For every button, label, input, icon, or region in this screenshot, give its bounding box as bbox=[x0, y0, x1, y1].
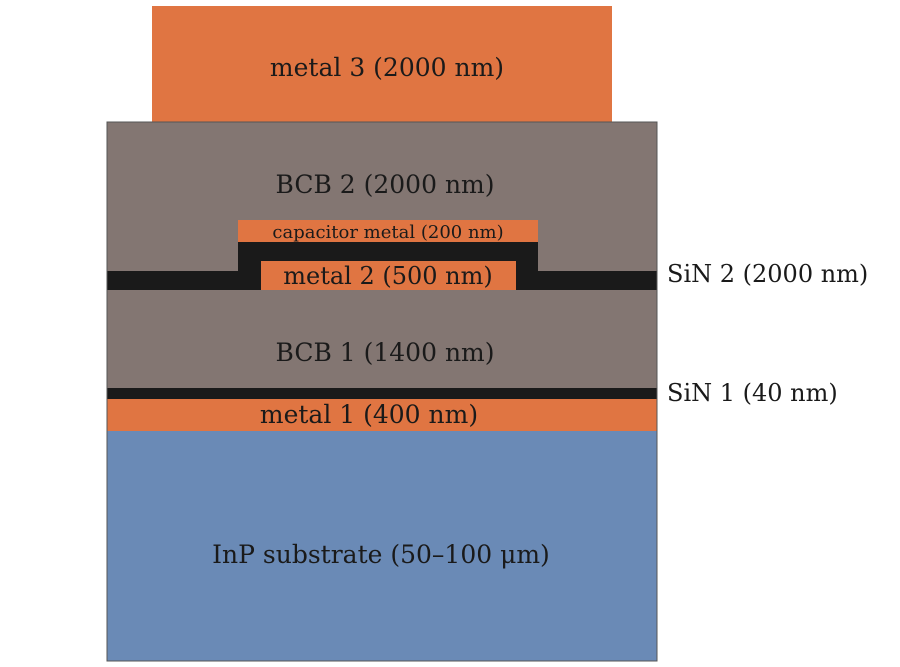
metal3-label: metal 3 (2000 nm) bbox=[270, 53, 504, 82]
capacitor-metal-layer bbox=[238, 220, 538, 242]
sin2-label: SiN 2 (2000 nm) bbox=[667, 260, 868, 288]
metal2-layer bbox=[261, 261, 516, 290]
metal2-label: metal 2 (500 nm) bbox=[283, 262, 493, 290]
metal1-layer bbox=[107, 399, 657, 431]
bcb1-label: BCB 1 (1400 nm) bbox=[275, 338, 494, 367]
capacitor-metal-label: capacitor metal (200 nm) bbox=[272, 222, 503, 243]
sin1-layer bbox=[107, 388, 657, 399]
stack-outline bbox=[106, 121, 658, 662]
bcb2-label: BCB 2 (2000 nm) bbox=[275, 170, 494, 199]
substrate-label: InP substrate (50–100 μm) bbox=[212, 540, 550, 569]
bcb1-layer bbox=[107, 288, 657, 390]
substrate-layer bbox=[107, 431, 657, 661]
metal1-label: metal 1 (400 nm) bbox=[260, 400, 478, 429]
metal3-layer bbox=[152, 6, 612, 124]
sin1-label: SiN 1 (40 nm) bbox=[667, 379, 838, 407]
